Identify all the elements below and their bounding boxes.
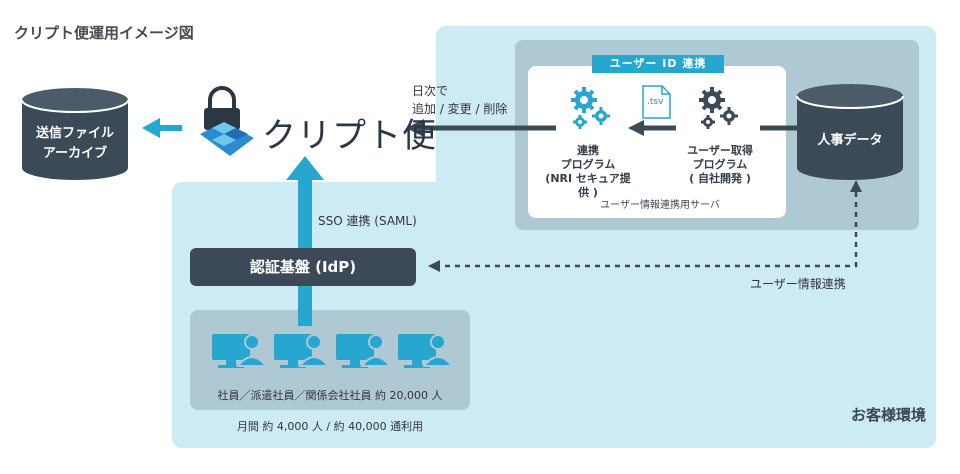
acquire-line1: ユーザー取得 xyxy=(687,144,753,157)
user-info-dashed-arrow xyxy=(428,180,862,272)
diagram-title: クリプト便運用イメージ図 xyxy=(14,24,194,42)
user-computer-icon xyxy=(274,334,331,368)
acquire-gear-icon xyxy=(699,87,738,129)
daily-sync-label: 日次で 追加 / 変更 / 削除 xyxy=(412,82,507,118)
server-caption: ユーザー情報連携用サーバ xyxy=(600,200,720,211)
hr-data-label: 人事データ xyxy=(817,133,883,148)
user-computer-icon xyxy=(212,334,269,368)
users-caption: 社員／派遣社員／関係会社社員 約 20,000 人 xyxy=(217,389,443,402)
acquire-program-label: ユーザー取得 プログラム ( 自社開発 ) xyxy=(672,144,768,186)
sso-label: SSO 連携 (SAML) xyxy=(318,214,417,228)
archive-label: 送信ファイル アーカイブ xyxy=(22,124,128,164)
user-id-link-badge: ユーザー ID 連携 xyxy=(592,55,724,73)
linkage-gear-icon xyxy=(571,87,610,129)
user-computer-icon xyxy=(336,334,393,368)
acquire-line2: プログラム xyxy=(692,158,748,171)
user-info-link-label: ユーザー情報連携 xyxy=(750,277,846,291)
daily-line2: 追加 / 変更 / 削除 xyxy=(412,102,508,116)
idp-box: 認証基盤 (IdP) xyxy=(190,248,416,286)
linkage-line2: プログラム xyxy=(560,158,616,171)
daily-line1: 日次で xyxy=(412,84,449,98)
tsv-label: .tsv xyxy=(647,97,664,107)
tsv-file-icon xyxy=(642,85,671,119)
linkage-line1: 連携 xyxy=(577,144,599,157)
cryptobin-logo-text: クリプト便 xyxy=(262,116,437,156)
linkage-program-label: 連携 プログラム (NRI セキュア提供 ) xyxy=(540,144,636,200)
sso-arrow xyxy=(286,156,324,326)
linkage-line3: (NRI セキュア提供 ) xyxy=(545,172,631,199)
arrow-internal xyxy=(628,120,676,136)
arrow-to-archive xyxy=(142,118,182,138)
cryptobin-logo-icon xyxy=(200,86,254,156)
archive-label-line1: 送信ファイル xyxy=(35,126,114,141)
user-computer-icon xyxy=(398,334,455,368)
archive-database-icon xyxy=(21,88,129,180)
arrow-daily-sync xyxy=(406,119,556,137)
acquire-line3: ( 自社開発 ) xyxy=(689,172,751,185)
hr-database-icon xyxy=(796,84,904,180)
customer-environment-label: お客様環境 xyxy=(850,406,926,424)
archive-label-line2: アーカイブ xyxy=(42,146,108,161)
monthly-usage: 月間 約 4,000 人 / 約 40,000 通利用 xyxy=(236,420,424,433)
